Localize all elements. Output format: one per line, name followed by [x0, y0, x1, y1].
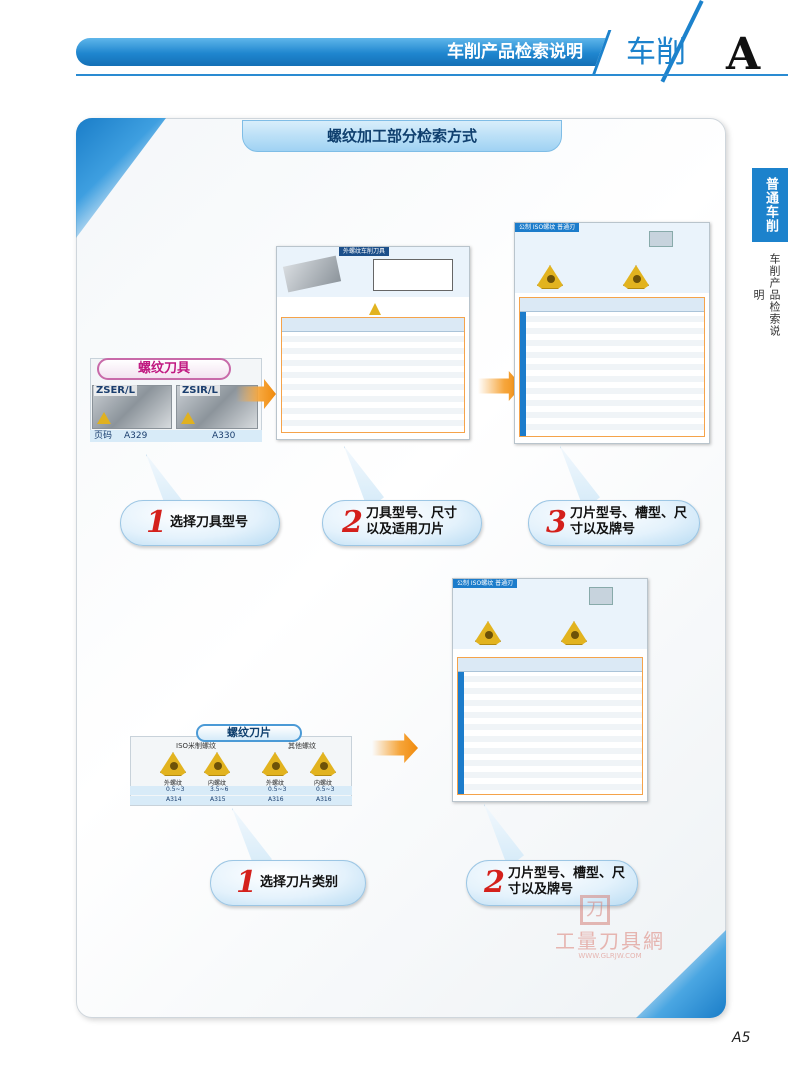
insert-page-1: A315: [210, 796, 226, 803]
callout-step-3: [528, 500, 700, 546]
thumbnail-header-label: 外螺纹车削刀具: [339, 247, 390, 256]
insert-group-other: 其他螺纹: [288, 742, 316, 750]
callout-step-2: [322, 500, 482, 546]
insert-icon: [369, 303, 381, 315]
insert-type-2: 外螺纹: [266, 780, 285, 787]
insert-card-title: 螺纹刀片: [196, 724, 302, 742]
header-bar: [76, 38, 636, 66]
tool-card-title: 螺纹刀具: [97, 358, 231, 380]
section-title-bg: [242, 120, 562, 152]
tool-label-right: ZSIR/L: [180, 385, 220, 396]
insert-page-3: A316: [316, 796, 332, 803]
insert-type-3: 内螺纹: [314, 780, 333, 787]
section-title: 螺纹加工部分检索方式: [326, 127, 477, 145]
insert-page-row: [130, 796, 352, 805]
insert-page-2: A316: [268, 796, 284, 803]
side-tab: 普通车削: [752, 168, 788, 242]
insert-group-iso: ISO米制螺纹: [176, 742, 217, 750]
callout-step-2-text: 刀具型号、尺寸以及适用刀片: [366, 506, 458, 537]
thumbnail-insert-table: 公制 ISO螺纹 普通刃: [514, 222, 710, 444]
callout-step-3-number: 3: [546, 505, 567, 540]
callout-insert-step-2-number: 2: [484, 865, 505, 900]
tool-drawing: [373, 259, 453, 291]
callout-insert-step-1: [210, 860, 366, 906]
insert-pitch-1: 3.5~6: [210, 786, 229, 793]
insert-pitch-row: [130, 786, 352, 795]
callout-step-1-text: 选择刀具型号: [170, 515, 249, 530]
watermark-url: WWW.GLRJW.COM: [578, 952, 642, 960]
callout-step-3-text: 刀片型号、槽型、尺寸以及牌号: [570, 506, 688, 537]
thumbnail-table: [457, 657, 643, 795]
insert-type-0: 外螺纹: [164, 780, 183, 787]
page-number: A5: [732, 1030, 751, 1046]
insert-icon: [181, 412, 195, 424]
thumbnail-header-label: 公制 ISO螺纹 普通刃: [453, 579, 518, 588]
insert-icon: [97, 412, 111, 424]
callout-insert-step-1-text: 选择刀片类别: [260, 875, 339, 890]
callout-insert-step-1-number: 1: [236, 865, 257, 900]
tool-page-right: A330: [212, 431, 236, 441]
callout-insert-step-2-text: 刀片型号、槽型、尺寸以及牌号: [508, 866, 626, 897]
callout-step-1: [120, 500, 280, 546]
callout-step-1-number: 1: [146, 505, 167, 540]
thumbnail-header-label: 公制 ISO螺纹 普通刃: [515, 223, 580, 232]
tool-row-label: 页码: [94, 431, 113, 441]
thumbnail-table: [519, 297, 705, 437]
insert-diagram: [649, 231, 673, 247]
watermark-text: 工量刀具網: [555, 929, 665, 953]
insert-diagram: [589, 587, 613, 605]
tool-label-left: ZSER/L: [94, 385, 138, 396]
callout-step-2-number: 2: [342, 505, 363, 540]
side-subtitle: 车削产品检索说明: [752, 253, 781, 337]
thumbnail-table-head: [520, 298, 704, 312]
tool-page-row: 页码 A329 A330: [90, 430, 262, 442]
insert-pitch-2: 0.5~3: [268, 786, 287, 793]
section-letter: A: [726, 29, 761, 80]
insert-pitch-3: 0.5~3: [316, 786, 335, 793]
tool-page-left: A329: [124, 431, 148, 441]
thumbnail-table: [281, 317, 465, 433]
thumbnail-side-band: [520, 312, 526, 436]
insert-type-1: 内螺纹: [208, 780, 227, 787]
watermark-logo: 刀: [580, 895, 610, 925]
thumbnail-side-band: [458, 672, 464, 794]
thumbnail-insert-table-2: 公制 ISO螺纹 普通刃: [452, 578, 648, 802]
header-title: 车削产品检索说明: [447, 42, 583, 62]
header-divider: [76, 74, 788, 76]
thumbnail-tool-table: 外螺纹车削刀具: [276, 246, 470, 440]
insert-page-0: A314: [166, 796, 182, 803]
thumbnail-table-head: [458, 658, 642, 672]
insert-pitch-0: 0.5~3: [166, 786, 185, 793]
thumbnail-table-head: [282, 318, 464, 332]
